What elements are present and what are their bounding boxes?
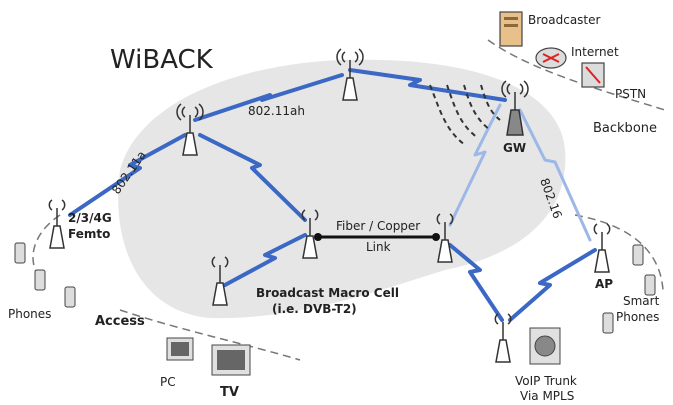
link-gw-ap <box>518 108 592 242</box>
label-femto-line2: Femto <box>68 227 110 241</box>
pstn-switch-icon <box>581 62 605 88</box>
label-broadcaster: Broadcaster <box>528 13 601 27</box>
phone-icons <box>14 242 656 334</box>
link-top-gw <box>348 68 507 102</box>
label-pstn: PSTN <box>615 87 646 101</box>
towers <box>48 48 611 363</box>
label-pc: PC <box>160 375 176 389</box>
title-wiback: WiBACK <box>110 45 214 75</box>
access-boundary-bottom <box>119 309 301 361</box>
label-smart-line1: Smart <box>623 294 660 308</box>
tower-left <box>176 103 204 156</box>
label-voip-line2: Via MPLS <box>520 389 574 403</box>
fiber-end-right <box>432 233 440 241</box>
label-access: Access <box>95 314 145 329</box>
tower-broadcast <box>211 256 229 306</box>
access-boundary-left <box>32 214 61 286</box>
link-left-femto <box>68 133 187 217</box>
label-voip-line1: VoIP Trunk <box>515 374 577 388</box>
label-femto-line1: 2/3/4G <box>68 211 112 225</box>
label-macro-line1: Broadcast Macro Cell <box>256 286 399 300</box>
label-80211ah: 802.11ah <box>248 104 305 118</box>
label-backbone: Backbone <box>593 121 657 136</box>
links <box>68 68 597 322</box>
label-ap: AP <box>595 277 613 291</box>
tower-ap <box>593 223 611 273</box>
link-center-broadcast <box>223 233 307 287</box>
tower-gw <box>501 80 529 136</box>
label-fiber-line1: Fiber / Copper <box>336 219 420 233</box>
broadcaster-icon <box>499 11 523 47</box>
tower-right <box>436 213 454 263</box>
label-phones: Phones <box>8 307 51 321</box>
tower-top <box>336 48 364 101</box>
backbone-boundary <box>487 39 666 111</box>
tower-femto <box>48 199 66 249</box>
label-tv: TV <box>220 385 239 400</box>
access-boundary-right <box>574 214 664 291</box>
voip-trunk-icon <box>529 327 561 365</box>
label-smart-line2: Phones <box>616 310 659 324</box>
label-fiber-line2: Link <box>366 240 391 254</box>
link-left-top <box>193 73 344 122</box>
internet-router-icon <box>535 47 567 69</box>
link-voip-ap <box>508 248 597 322</box>
wiback-cloud <box>118 59 566 319</box>
link-left-center <box>198 133 307 222</box>
pc-icon <box>166 337 194 361</box>
tower-center <box>301 209 319 259</box>
signal-arcs <box>429 84 501 146</box>
label-macro-line2: (i.e. DVB-T2) <box>272 302 357 316</box>
tv-icon <box>211 344 251 376</box>
tower-voip <box>494 313 512 363</box>
label-internet: Internet <box>571 45 619 59</box>
fiber-end-left <box>314 233 322 241</box>
label-gw: GW <box>503 141 526 155</box>
link-gw-right <box>448 103 502 227</box>
link-right-voip <box>448 243 504 322</box>
